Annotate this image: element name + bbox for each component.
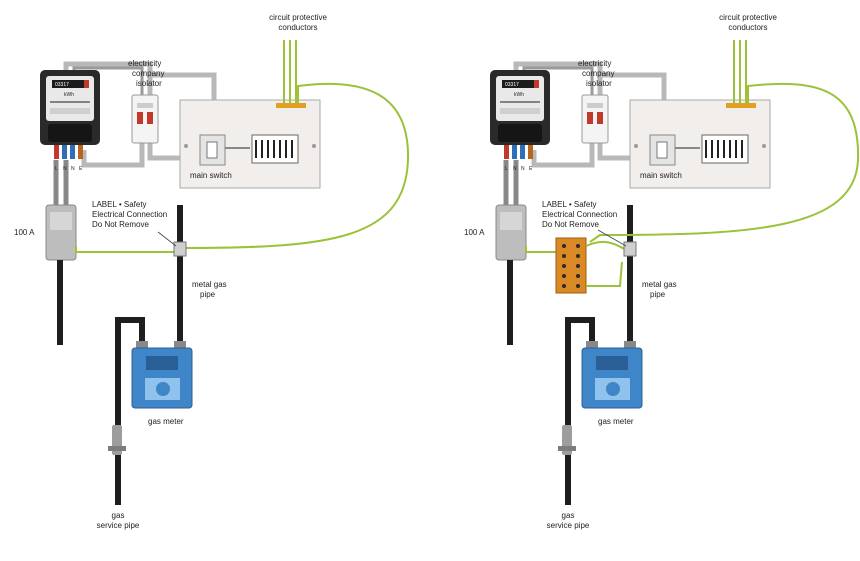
isolator-label-line3: isolator (136, 79, 162, 88)
service-pipe-label-line1: gas (562, 511, 575, 520)
earth-clamp (173, 241, 187, 257)
fuse-rating-label: 100 A (464, 228, 485, 237)
cpc-label-line1: circuit protective (269, 13, 327, 22)
meter-reading: 03317 (505, 82, 519, 88)
meter-unit: kWh (514, 92, 524, 98)
service-pipe-label-line2: service pipe (547, 521, 590, 530)
labels-left: circuit protective conductors electricit… (14, 13, 327, 530)
isolator-label-line2: company (582, 69, 614, 78)
terminal-e: E (529, 166, 533, 172)
pipe-label-line1: metal gas (192, 280, 227, 289)
safety-label-line3: Do Not Remove (542, 220, 599, 229)
service-pipe-label-line2: service pipe (97, 521, 140, 530)
cpc-label-line2: conductors (728, 23, 767, 32)
panel-right (490, 40, 860, 505)
meter-unit: kWh (64, 92, 74, 98)
gas-meter-label: gas meter (148, 417, 184, 426)
pipe-label-line2: pipe (200, 290, 216, 299)
meter-reading: 03317 (55, 82, 69, 88)
earth-from-fuse (75, 246, 176, 253)
safety-label-line3: Do Not Remove (92, 220, 149, 229)
cpc-label-line1: circuit protective (719, 13, 777, 22)
safety-label-line2: Electrical Connection (92, 210, 167, 219)
safety-label-line1: LABEL • Safety (92, 200, 147, 209)
earth-from-fuse (525, 246, 556, 253)
isolator-label-line3: isolator (586, 79, 612, 88)
terminal-l: L (505, 166, 508, 172)
safety-label-line1: LABEL • Safety (542, 200, 597, 209)
safety-label-line2: Electrical Connection (542, 210, 617, 219)
terminal-n2: N (71, 166, 75, 172)
terminal-e: E (79, 166, 83, 172)
terminal-n1: N (63, 166, 67, 172)
isolator-label-line1: electricity (578, 59, 611, 68)
labels-right: circuit protective conductors electricit… (464, 13, 777, 530)
panel-left (40, 40, 410, 505)
pipe-label-line2: pipe (650, 290, 666, 299)
fuse-rating-label: 100 A (14, 228, 35, 237)
main-switch-label: main switch (190, 171, 232, 180)
isolator-label-line1: electricity (128, 59, 161, 68)
main-switch-label: main switch (640, 171, 682, 180)
cpc-label-line2: conductors (278, 23, 317, 32)
earth-clamp (623, 241, 637, 257)
main-bonding-conductor (181, 82, 410, 249)
isolator-label-line2: company (132, 69, 164, 78)
terminal-n2: N (521, 166, 525, 172)
earth-terminal-block (555, 237, 587, 294)
main-bonding-conductor (589, 82, 860, 243)
gas-meter-label: gas meter (598, 417, 634, 426)
pipe-label-line1: metal gas (642, 280, 677, 289)
terminal-l: L (55, 166, 58, 172)
terminal-n1: N (513, 166, 517, 172)
service-pipe-label-line1: gas (112, 511, 125, 520)
